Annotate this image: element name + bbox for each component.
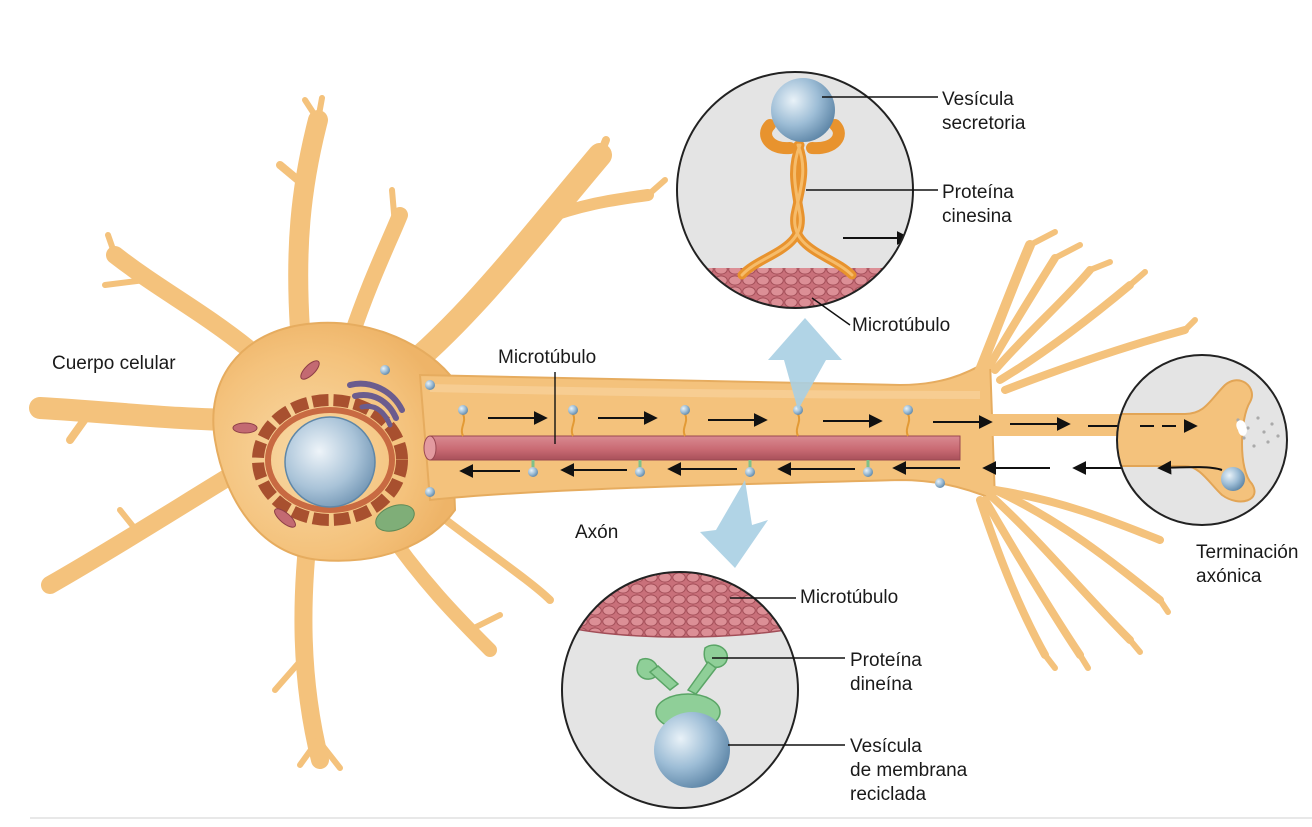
- inset-axon-terminal: [1116, 354, 1288, 526]
- mitochondrion: [300, 360, 320, 380]
- nucleus: [252, 394, 408, 526]
- leader-lines: [554, 96, 938, 746]
- vesicle: [425, 380, 435, 390]
- inset-dynein: [561, 571, 799, 809]
- vesicle: [380, 365, 390, 375]
- label-microtubule-top: Microtúbulo: [852, 315, 951, 336]
- axon-microtubule: [423, 435, 961, 461]
- mitochondrion: [274, 508, 296, 528]
- label-secretory-vesicle: Vesícula secretoria: [942, 89, 1026, 134]
- axon-shaft: [418, 358, 997, 502]
- label-microtubule-bottom: Microtúbulo: [800, 587, 899, 608]
- vesicle: [935, 478, 945, 488]
- vesicle: [425, 487, 435, 497]
- golgi-apparatus: [347, 380, 405, 428]
- dynein-motors: [528, 460, 873, 477]
- callout-arrow-up: [768, 318, 842, 410]
- label-axon: Axón: [575, 522, 619, 543]
- er-vesicle-green: [375, 504, 415, 532]
- label-recycled-vesicle: Vesícula de membrana reciclada: [850, 736, 968, 805]
- mitochondrion: [232, 422, 258, 434]
- inset-kinesin: [676, 71, 914, 309]
- label-cell-body: Cuerpo celular: [52, 353, 176, 374]
- label-axon-terminal: Terminación axónica: [1196, 542, 1299, 587]
- label-dynein: Proteína dineína: [850, 650, 922, 695]
- label-kinesin: Proteína cinesina: [942, 182, 1014, 227]
- callout-arrow-down: [700, 480, 768, 568]
- label-microtubule-axon: Microtúbulo: [498, 347, 597, 368]
